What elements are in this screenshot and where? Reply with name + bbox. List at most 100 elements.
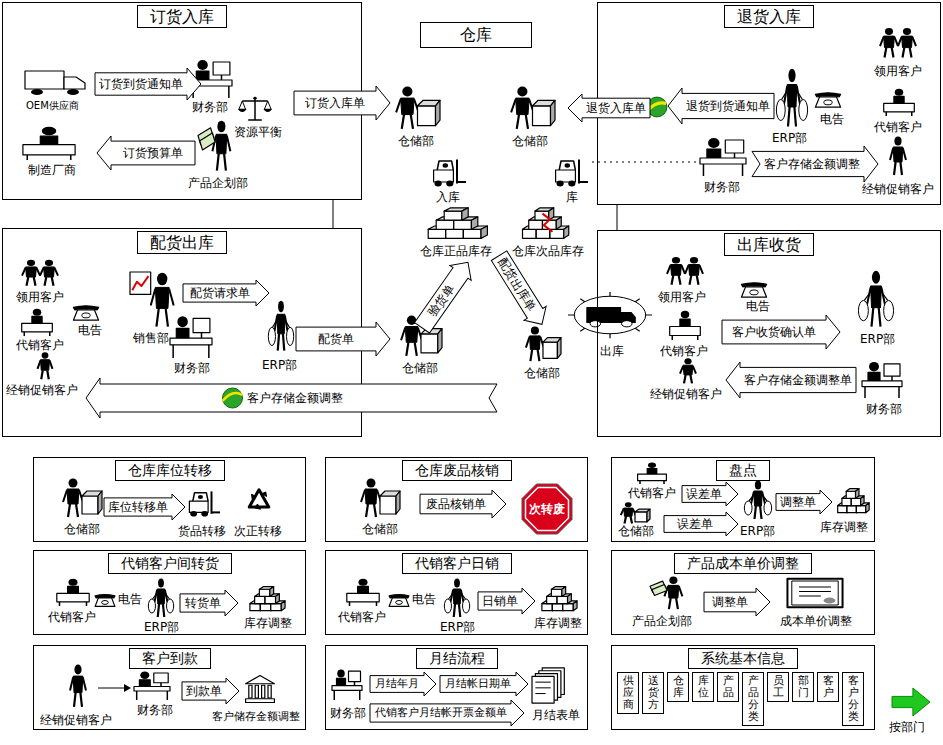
arrow-outline [664, 512, 738, 536]
money-bag [463, 599, 470, 613]
erp-icon [444, 579, 469, 618]
planner-icon [650, 576, 682, 609]
person-legs [788, 107, 796, 127]
forklift-wheel [201, 511, 208, 517]
truck-icon [25, 71, 85, 95]
cube-front [446, 229, 464, 238]
figure-caption: 资源平衡 [234, 125, 282, 139]
arrow-label: 日销单 [482, 594, 518, 608]
banknote [200, 133, 215, 150]
desk-icon [332, 670, 362, 700]
panel-heading: 订货入库 [137, 5, 227, 28]
box-front [635, 512, 647, 522]
figure-caption: 客户储存金额调整 [212, 710, 300, 723]
flow-arrow: 客户存储金额调整 [86, 378, 497, 418]
panel-heading: 产品成本单价调整 [674, 553, 812, 574]
planner-icon [198, 121, 230, 171]
box-front [82, 496, 98, 514]
flow-arrowhead [124, 684, 131, 692]
person-body [893, 147, 903, 162]
cube-front [255, 596, 265, 603]
person-head [27, 260, 35, 266]
person-legs [278, 334, 285, 351]
person-head [359, 579, 368, 586]
person-head [684, 358, 691, 364]
truck-body [587, 308, 621, 323]
entity-label: 送货方 [648, 675, 659, 711]
cube-front [552, 604, 562, 611]
money-bag [744, 501, 752, 515]
person-body [624, 508, 633, 516]
panel-heading: 系统基本信息 [688, 648, 798, 669]
desk-icon [862, 362, 902, 398]
document-lines [535, 682, 550, 693]
cube-side [564, 226, 569, 238]
cube-side [573, 601, 577, 611]
person-arms [361, 490, 381, 502]
person-arms [621, 509, 636, 516]
figure-caption: 财务部 [866, 402, 902, 416]
person-legs [156, 308, 168, 326]
person-head [42, 127, 57, 136]
money-bag [858, 300, 868, 320]
flow-arrow: 代销客户月结帐开票金额单 [370, 700, 524, 726]
person-head [69, 479, 78, 488]
figure-caption: 仓储部 [398, 134, 434, 148]
arrow-outline [183, 280, 269, 306]
cube-front [842, 498, 851, 505]
desk-top [347, 593, 379, 601]
truck-wheel [67, 89, 79, 95]
person-legs [755, 506, 762, 519]
recycle-icon [249, 490, 269, 510]
person-head [454, 579, 460, 588]
person-head [217, 121, 225, 133]
stack-red-icon [523, 208, 569, 239]
person-legs [68, 504, 78, 517]
figure-caption: 领用客户 [658, 290, 706, 304]
money-bag [148, 599, 155, 613]
arrow-outline [722, 315, 840, 349]
desk-legs [886, 112, 912, 116]
forklift-mast [456, 160, 458, 184]
figure-caption: 仓库次品库存 [512, 244, 584, 258]
arrow-label: 配货单 [318, 332, 354, 346]
scale-pan [264, 109, 271, 111]
person-legs [158, 604, 165, 617]
box-front [543, 342, 557, 358]
desk-top [332, 686, 362, 691]
person-body [405, 327, 418, 343]
person-body [365, 489, 377, 504]
entity-box: 库位 [692, 672, 714, 702]
person-arms [667, 265, 685, 274]
entity-label: 供应商 [623, 675, 634, 711]
phone-base [389, 598, 409, 606]
desk-legs [640, 481, 664, 484]
person-body [530, 336, 541, 350]
box-side [647, 509, 650, 522]
panel-heading: 客户到款 [129, 648, 211, 669]
figure-caption: 出库 [600, 344, 624, 358]
person-body [689, 265, 700, 276]
entity-box: 仓库 [667, 672, 689, 702]
arrow-label: 配货请求单 [190, 286, 250, 300]
person-head [755, 481, 761, 490]
driver-head [443, 163, 448, 168]
cube-front [551, 589, 561, 596]
person-arms [526, 337, 544, 348]
forklift-fork [212, 511, 221, 513]
arrow-label: 退货到货通知单 [686, 99, 770, 113]
entity-label: 仓库 [673, 675, 684, 699]
desk-legs [334, 690, 360, 700]
person-arms [396, 99, 419, 112]
cube-side [856, 489, 859, 499]
desk-top [170, 338, 212, 345]
box-front [421, 334, 438, 353]
erp-icon [858, 271, 893, 327]
entity-label: 产品分类 [748, 675, 759, 723]
flow-arrow: 到款单 [182, 678, 239, 704]
arrow-label: 转货单 [185, 596, 221, 610]
person-arms [867, 287, 885, 304]
figure-caption: ERP部 [262, 358, 297, 372]
phone-icon [389, 595, 409, 607]
person-head [788, 69, 795, 83]
